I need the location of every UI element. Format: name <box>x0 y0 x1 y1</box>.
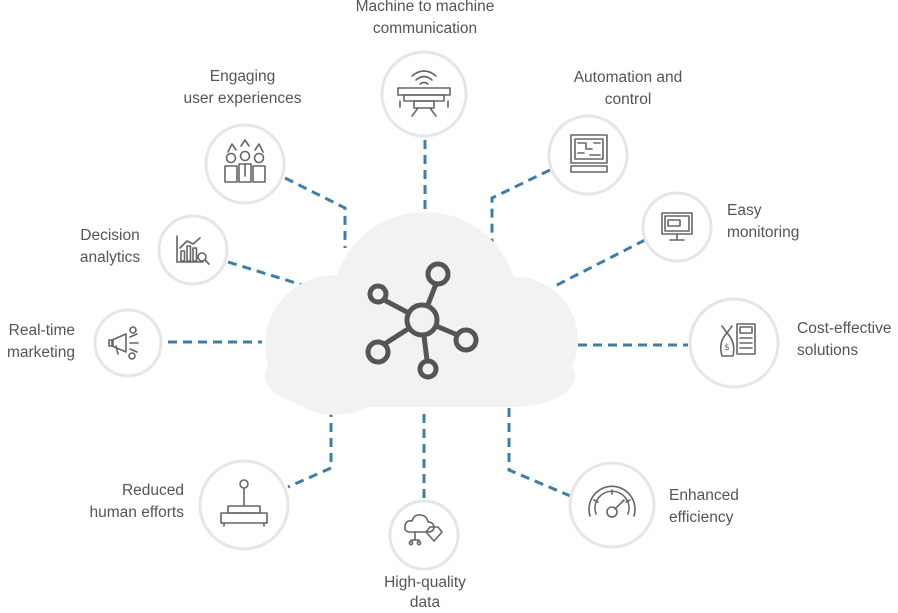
label-engaging-user-experiences: Engaging user experiences <box>183 68 302 107</box>
connector-easy <box>552 238 646 289</box>
circle-easy <box>641 191 713 263</box>
circle-hq <box>388 499 460 571</box>
label-decision-analytics: Decision analytics <box>79 227 141 266</box>
team-icon <box>224 139 266 183</box>
joystick-icon <box>220 479 268 527</box>
label-high-quality-data: High-quality data <box>384 574 466 611</box>
connector-enhanced <box>507 408 576 500</box>
connector-reduced <box>287 408 333 489</box>
label-easy-monitoring: Easy monitoring <box>727 202 800 241</box>
label-machine-to-machine: Machine to machine communication <box>355 0 495 37</box>
circle-machine <box>380 50 468 138</box>
connector-automation <box>490 168 551 242</box>
connector-engaging <box>284 176 347 248</box>
circuit-computer-icon <box>570 134 608 173</box>
monitor-icon <box>661 212 693 241</box>
label-enhanced-efficiency: Enhanced efficiency <box>669 487 739 526</box>
circle-enhanced <box>568 461 656 549</box>
chart-magnifier-icon <box>176 235 210 265</box>
circle-realtime <box>93 308 163 378</box>
circle-automation <box>547 114 629 196</box>
connectors <box>168 140 688 500</box>
svg-text:$: $ <box>724 343 730 353</box>
node-circles <box>93 50 780 571</box>
network-hub-icon <box>365 261 479 380</box>
label-real-time-marketing: Real-time marketing <box>6 322 75 361</box>
drone-icon <box>397 70 451 117</box>
label-automation-and-control: Automation and control <box>573 69 683 108</box>
megaphone-icon <box>108 326 139 360</box>
cloud-diamond-icon <box>404 514 443 546</box>
label-cost-effective-solutions: Cost-effective solutions <box>797 320 892 359</box>
label-reduced-human-efforts: Reduced human efforts <box>89 482 185 521</box>
money-calculator-icon: $ <box>720 323 756 357</box>
speedometer-icon <box>588 485 636 518</box>
connector-decision <box>227 260 326 294</box>
circle-cost <box>688 297 780 389</box>
